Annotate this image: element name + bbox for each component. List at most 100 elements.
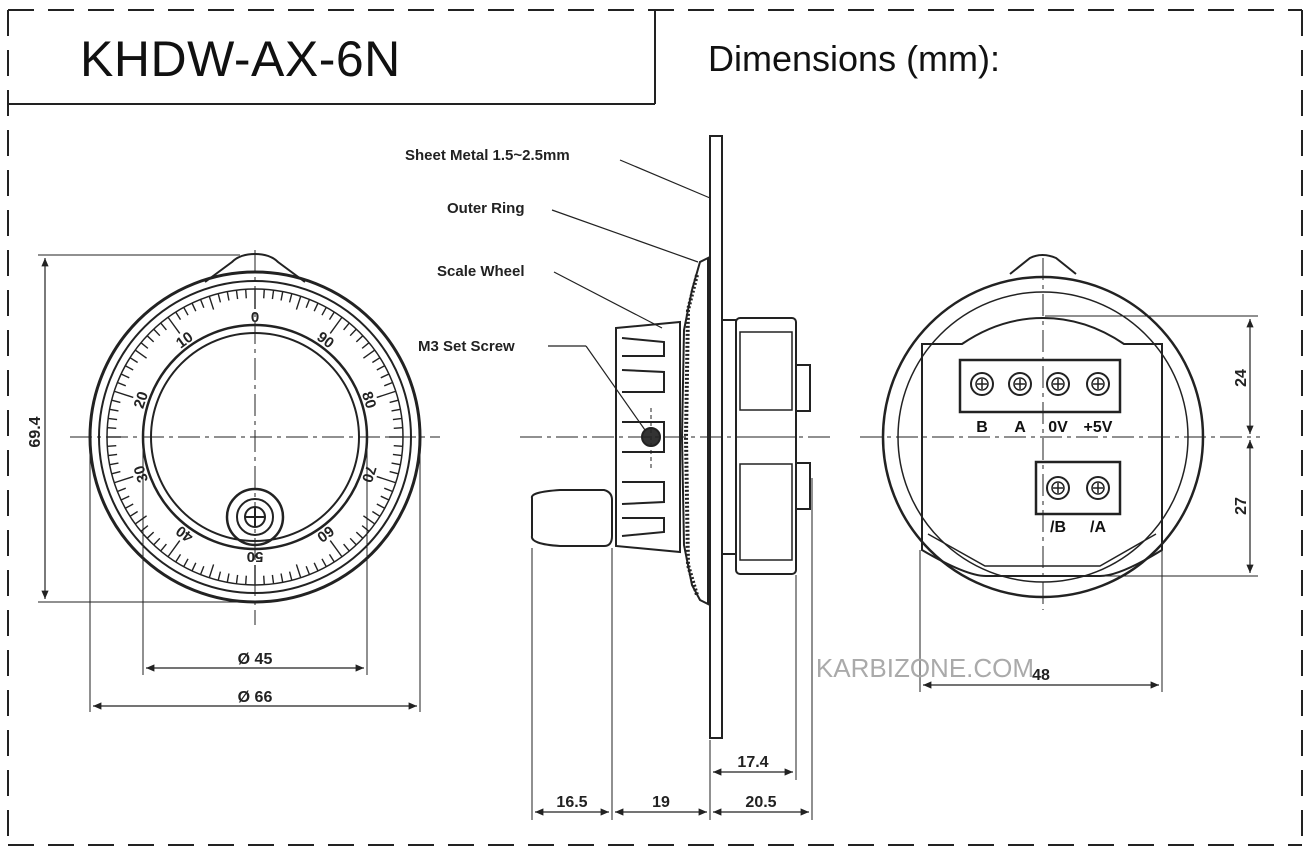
scale-tick [391, 462, 401, 466]
scale-tick [183, 558, 189, 568]
scale-label: 70 [358, 463, 379, 484]
dim-lower-label: 27 [1233, 497, 1250, 515]
scale-tick [271, 290, 275, 300]
scale-tick [199, 299, 205, 309]
scale-tick [167, 316, 181, 334]
scale-tick [328, 311, 335, 321]
scale-tick [191, 562, 197, 572]
scale-tick [305, 299, 311, 309]
scale-label: 10 [173, 329, 196, 353]
scale-tick [146, 531, 155, 539]
scale-tick [280, 573, 284, 583]
scale-tick [313, 562, 319, 572]
dim-inner-diameter-label: Ø 45 [238, 651, 273, 668]
scale-label: 0 [251, 309, 259, 326]
scale-tick [371, 510, 381, 517]
dim-rear-body: 17.4 [737, 754, 768, 771]
scale-tick [376, 390, 396, 399]
scale-tick [329, 316, 343, 334]
scale-tick [108, 453, 118, 457]
scale-tick [183, 306, 189, 316]
encoder-body [735, 317, 797, 575]
scale-label: 90 [313, 329, 336, 353]
terminal-screw-slot [1015, 379, 1025, 389]
terminal-screw [1008, 372, 1032, 396]
callout-outer-ring: Outer Ring [447, 200, 525, 217]
scale-tick [175, 553, 182, 563]
scale-tick [305, 565, 311, 575]
terminal-screw-head [1013, 377, 1027, 391]
terminal-screw-head [1051, 377, 1065, 391]
title-block [8, 10, 656, 105]
scale-tick [107, 445, 117, 447]
scale-tick [393, 427, 403, 429]
scale-tick [217, 293, 222, 303]
terminal-screw-head [1091, 481, 1105, 495]
scale-tick [109, 408, 119, 412]
scale-tick [362, 349, 376, 359]
dim-body-depth: 19 [652, 794, 670, 811]
scale-tick [389, 399, 399, 404]
scale-tick [235, 290, 239, 300]
scale-tick [355, 531, 364, 539]
scale-tick [245, 289, 247, 299]
scale-tick [392, 453, 402, 457]
scale-tick [146, 335, 155, 343]
scale-tick [153, 537, 161, 546]
scale-label: 80 [358, 390, 379, 411]
terminal-screw-slot [1093, 379, 1103, 389]
scale-tick [108, 417, 118, 421]
scale-tick [208, 296, 215, 310]
terminal-screw-slot [977, 379, 987, 389]
scale-tick [343, 543, 350, 552]
callout-sheet-metal: Sheet Metal 1.5~2.5mm [405, 147, 570, 164]
scale-tick [129, 357, 139, 364]
scale-tick [380, 495, 390, 501]
scale-tick [392, 417, 402, 421]
dimensions-heading: Dimensions (mm): [708, 38, 1001, 79]
back-housing [921, 316, 1163, 577]
callout-scale-wheel: Scale Wheel [437, 263, 525, 280]
scale-tick [134, 349, 148, 359]
scale-label: 30 [131, 463, 152, 484]
scale-tick [120, 373, 130, 379]
side-view [520, 135, 830, 820]
scale-tick [349, 328, 357, 337]
scale-tick [361, 525, 370, 532]
scale-tick [295, 564, 302, 578]
terminal-screw [1046, 476, 1070, 500]
scale-tick [355, 335, 364, 343]
side-knob-handle [530, 489, 613, 547]
scale-tick [329, 540, 343, 558]
scale-tick [217, 571, 222, 581]
terminal-screw-head [1091, 377, 1105, 391]
scale-tick [140, 525, 149, 532]
scale-tick [235, 574, 239, 584]
scale-tick [120, 495, 130, 501]
scale-tick [109, 462, 119, 466]
scale-tick [226, 291, 230, 301]
dim-knob-length: 16.5 [556, 794, 587, 811]
scale-tick [263, 575, 265, 585]
scale-tick [371, 357, 381, 364]
scale-tick [134, 515, 148, 525]
terminal-screw-slot [1053, 379, 1063, 389]
scale-tick [313, 302, 319, 312]
scale-tick [191, 302, 197, 312]
scale-tick [343, 322, 350, 331]
scale-tick [117, 487, 127, 493]
scale-tick [391, 408, 401, 412]
scale-tick [376, 503, 386, 509]
top-terminal-block [958, 358, 1122, 414]
terminal-label: /B [1050, 519, 1066, 536]
scale-tick [160, 543, 167, 552]
scale-tick [175, 311, 182, 321]
dim-upper-label: 24 [1233, 369, 1250, 387]
scale-tick [380, 373, 390, 379]
scale-tick [280, 291, 284, 301]
terminal-screw-slot [1053, 483, 1063, 493]
callout-set-screw: M3 Set Screw [418, 338, 515, 355]
scale-tick [111, 470, 121, 475]
scale-label: 40 [173, 522, 196, 546]
